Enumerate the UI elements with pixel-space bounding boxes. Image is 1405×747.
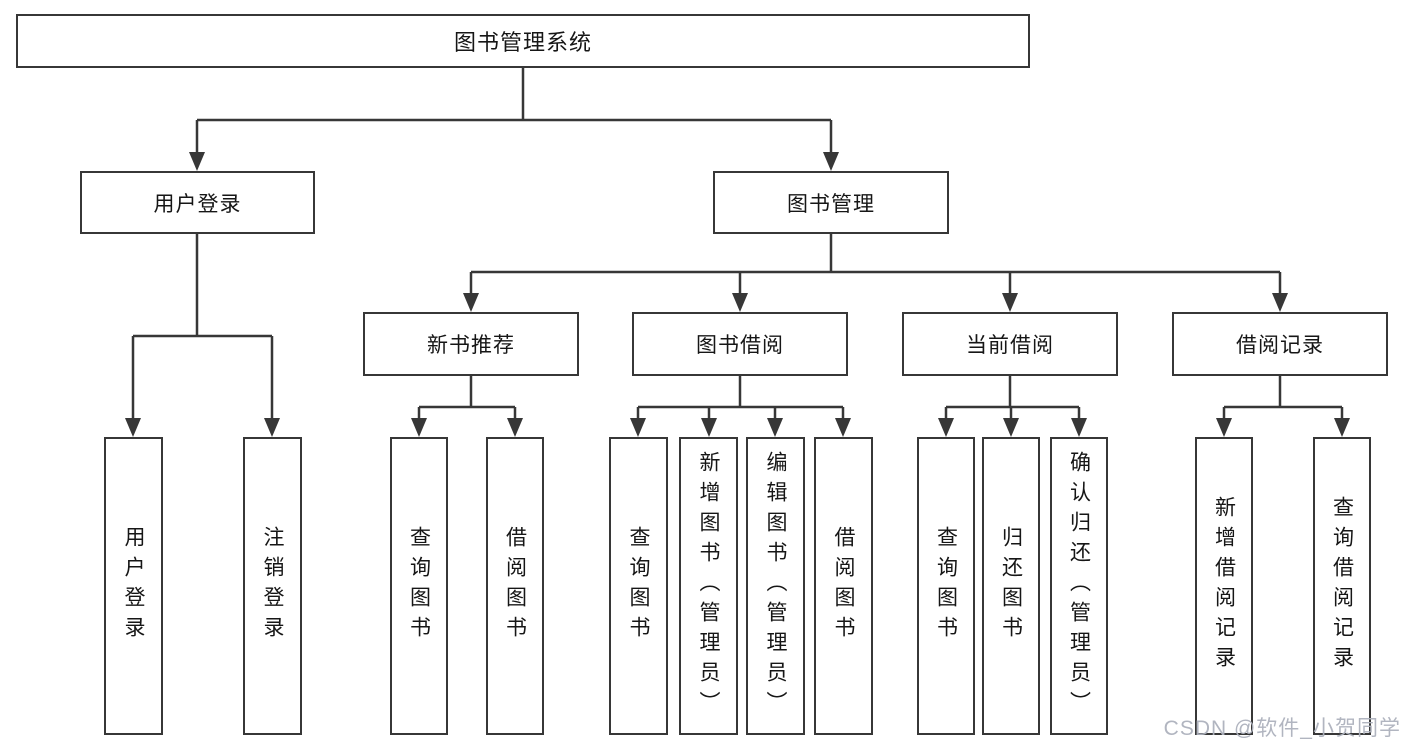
node-root-label: 图书管理系统 [453, 30, 592, 55]
node-root: 图书管理系统 [16, 14, 1030, 68]
node-current-borrow-label: 当前借阅 [966, 334, 1054, 357]
leaf-confirm-return-admin: 确认归还（管理员） [1050, 437, 1108, 735]
node-new-book-recommend: 新书推荐 [363, 312, 579, 376]
leaf-query-book-2: 查询图书 [609, 437, 668, 735]
node-book-borrow-label: 图书借阅 [696, 334, 784, 357]
node-user-login-label: 用户登录 [153, 192, 242, 216]
arrowhead-icons [125, 152, 1350, 437]
node-borrow-records-label: 借阅记录 [1236, 334, 1324, 357]
node-book-borrow: 图书借阅 [632, 312, 848, 376]
leaf-edit-book-admin: 编辑图书（管理员） [746, 437, 805, 735]
leaf-logout: 注销登录 [243, 437, 302, 735]
csdn-watermark: CSDN @软件_小贺同学 [1163, 717, 1401, 740]
leaf-add-borrow-record: 新增借阅记录 [1195, 437, 1253, 735]
node-borrow-records: 借阅记录 [1172, 312, 1388, 376]
node-user-login: 用户登录 [80, 171, 315, 234]
leaf-add-book-admin: 新增图书（管理员） [679, 437, 738, 735]
leaf-borrow-book-1: 借阅图书 [486, 437, 544, 735]
leaf-return-book: 归还图书 [982, 437, 1040, 735]
node-current-borrow: 当前借阅 [902, 312, 1118, 376]
leaf-user-login: 用户登录 [104, 437, 163, 735]
leaf-query-borrow-record: 查询借阅记录 [1313, 437, 1371, 735]
leaf-borrow-book-2: 借阅图书 [814, 437, 873, 735]
node-new-book-recommend-label: 新书推荐 [427, 334, 515, 357]
leaf-query-book-1: 查询图书 [390, 437, 448, 735]
node-book-management: 图书管理 [713, 171, 949, 234]
leaf-query-book-3: 查询图书 [917, 437, 975, 735]
node-book-management-label: 图书管理 [787, 192, 875, 216]
